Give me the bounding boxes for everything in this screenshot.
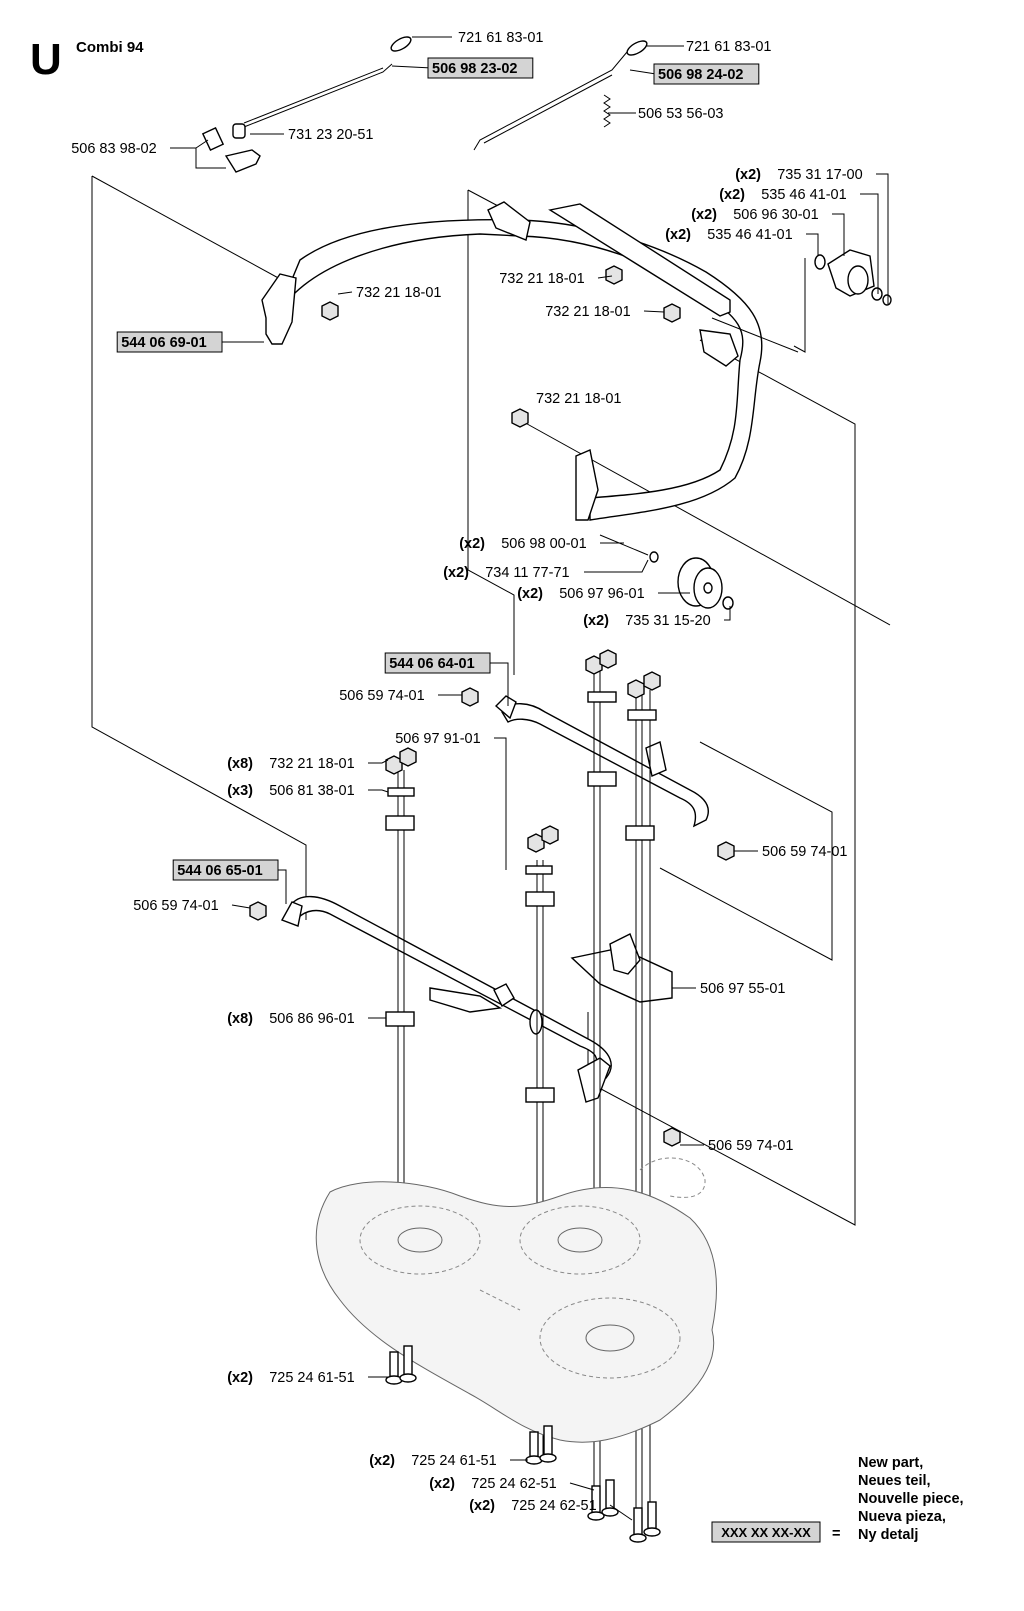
axle-bar-lower (249, 895, 681, 1147)
part-quantity: (x8) (227, 1011, 253, 1027)
legend-placeholder-box (711, 1521, 821, 1543)
part-quantity: (x3) (227, 783, 253, 799)
part-number: 506 59 74-01 (708, 1138, 793, 1154)
bracket-plate (570, 933, 673, 1003)
part-quantity: (x2) (469, 1498, 495, 1514)
model-title: Combi 94 (76, 39, 144, 56)
nuts (321, 265, 681, 428)
roller-wheel-upper (814, 249, 892, 306)
roller-wheel-middle (599, 534, 734, 610)
lift-rod-left (201, 36, 412, 173)
legend-placeholder-text: XXX XX XX-XX (721, 1525, 811, 1540)
part-number: 731 23 20-51 (288, 127, 373, 143)
part-number: 506 98 24-02 (658, 67, 743, 83)
part-number: 506 83 98-02 (71, 141, 156, 157)
new-part-highlight-box (172, 859, 279, 881)
part-number: 506 59 74-01 (133, 898, 218, 914)
part-quantity: (x2) (735, 167, 761, 183)
part-quantity: (x2) (719, 187, 745, 203)
part-quantity: (x2) (665, 227, 691, 243)
axle-bar-upper (461, 687, 735, 861)
deck-bolts (385, 1345, 661, 1543)
legend-line-sv: Ny detalj (858, 1527, 918, 1543)
part-number: 721 61 83-01 (458, 30, 543, 46)
part-number: 732 21 18-01 (499, 271, 584, 287)
leader-lines (170, 36, 889, 1521)
part-number: 506 98 00-01 (501, 536, 586, 552)
part-number: 544 06 64-01 (389, 656, 474, 672)
part-quantity: (x2) (459, 536, 485, 552)
legend-line-en: New part, (858, 1455, 923, 1471)
part-quantity: (x2) (583, 613, 609, 629)
part-quantity: (x2) (227, 1370, 253, 1386)
part-number: 734 11 77-71 (485, 565, 569, 581)
new-part-legend: XXX XX XX-XX = New part, Neues teil, Nou… (711, 1455, 964, 1543)
part-number: 506 97 91-01 (395, 731, 480, 747)
part-number: 544 06 65-01 (177, 863, 262, 879)
legend-line-es: Nueva pieza, (858, 1509, 946, 1525)
part-number: 535 46 41-01 (707, 227, 792, 243)
part-number: 506 98 23-02 (432, 61, 517, 77)
rod-clips (385, 649, 661, 1103)
part-number: 735 31 15-20 (625, 613, 710, 629)
lift-arm-frame (261, 201, 799, 521)
new-part-highlight-box (653, 63, 760, 85)
part-number: 732 21 18-01 (536, 391, 621, 407)
part-number: 506 81 38-01 (269, 783, 354, 799)
legend-line-fr: Nouvelle piece, (858, 1491, 964, 1507)
part-number-labels: 721 61 83-01 721 61 83-01 506 98 23-02 506 … (71, 30, 862, 1514)
part-number: 535 46 41-01 (761, 187, 846, 203)
part-number: 506 59 74-01 (762, 844, 847, 860)
assembly-frame-lines (91, 175, 891, 1226)
part-number: 506 86 96-01 (269, 1011, 354, 1027)
legend-equals: = (832, 1526, 840, 1542)
part-number: 721 61 83-01 (686, 39, 771, 55)
part-quantity: (x2) (517, 586, 543, 602)
part-number: 725 24 62-51 (471, 1476, 556, 1492)
mower-deck (315, 1157, 718, 1443)
new-part-highlight-box (427, 57, 534, 79)
part-number: 732 21 18-01 (269, 756, 354, 772)
part-number: 506 97 55-01 (700, 981, 785, 997)
part-number: 732 21 18-01 (356, 285, 441, 301)
part-number: 506 96 30-01 (733, 207, 818, 223)
part-number: 506 59 74-01 (339, 688, 424, 704)
part-number: 732 21 18-01 (545, 304, 630, 320)
new-part-highlight-box (116, 331, 223, 353)
part-number: 735 31 17-00 (777, 167, 862, 183)
part-quantity: (x8) (227, 756, 253, 772)
part-quantity: (x2) (369, 1453, 395, 1469)
part-number: 506 97 96-01 (559, 586, 644, 602)
part-number: 725 24 61-51 (411, 1453, 496, 1469)
part-number: 506 53 56-03 (638, 106, 723, 122)
lift-rod-right (473, 40, 648, 151)
legend-line-de: Neues teil, (858, 1473, 931, 1489)
part-quantity: (x2) (443, 565, 469, 581)
part-quantity: (x2) (691, 207, 717, 223)
part-number: 544 06 69-01 (121, 335, 206, 351)
section-letter: U (30, 35, 62, 84)
part-number: 725 24 62-51 (511, 1498, 596, 1514)
new-part-highlight-box (384, 652, 491, 674)
part-number: 725 24 61-51 (269, 1370, 354, 1386)
part-quantity: (x2) (429, 1476, 455, 1492)
